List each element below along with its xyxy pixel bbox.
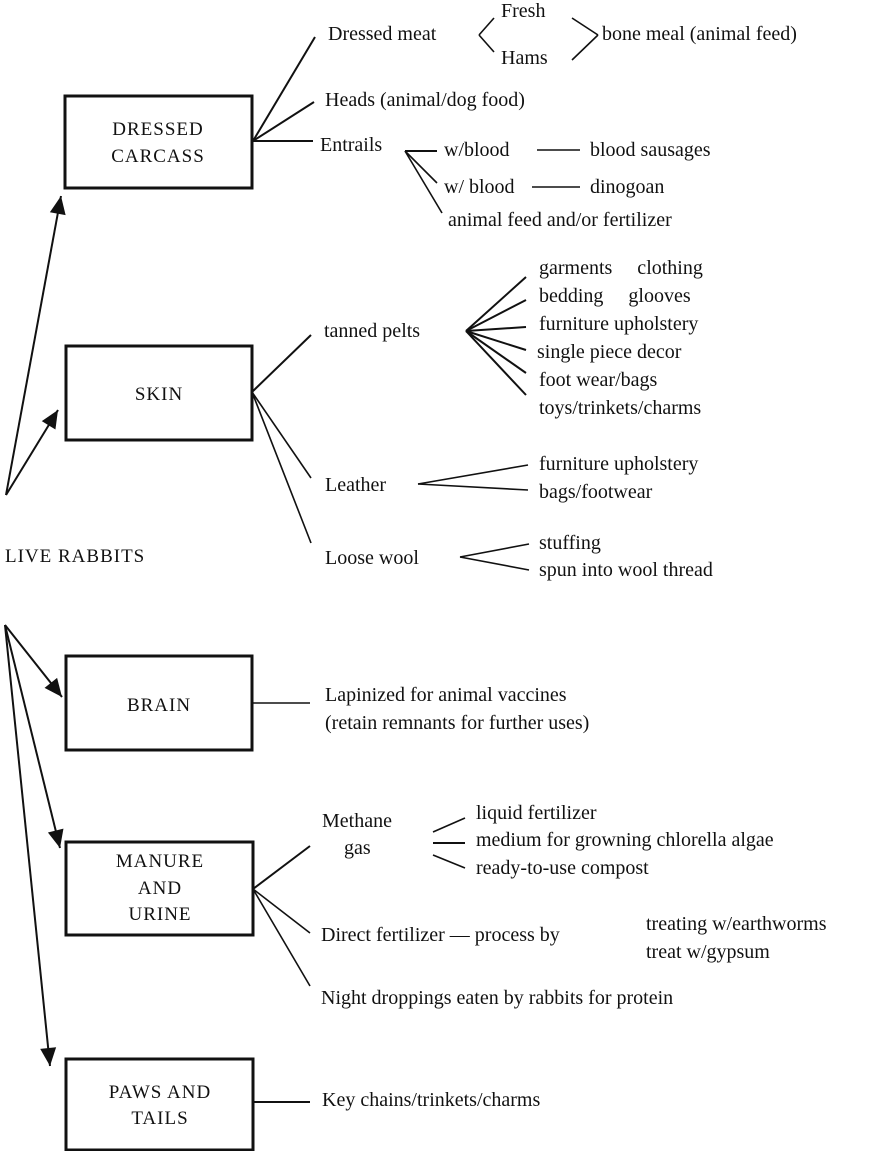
box-label-line: BRAIN: [127, 695, 191, 716]
branch-leather-use-1: [417, 483, 529, 491]
category-skin: SKIN tanned pelts garments clothing bedd…: [64, 257, 713, 581]
box-label-line: PAWS AND: [109, 1082, 211, 1103]
methane-use-item: liquid fertilizer: [476, 802, 597, 824]
box-label-line: DRESSED: [112, 119, 203, 140]
methane-use-item: ready-to-use compost: [476, 857, 649, 879]
branch-wool-use-0: [459, 543, 530, 558]
bracket-left: [478, 34, 495, 53]
category-dressed-carcass: DRESSED CARCASS Dressed meat Fresh Hams …: [63, 0, 797, 231]
pelt-use-item: toys/trinkets/charms: [539, 397, 701, 419]
branch-entrails-feed: [404, 150, 443, 214]
arrow-to-manure-shaft: [4, 624, 61, 849]
leather-label: Leather: [325, 474, 386, 496]
entrails-item-blood-2: w/ blood: [444, 176, 515, 198]
dressed-meat-form-fresh: Fresh: [501, 0, 545, 22]
entrails-label: Entrails: [320, 134, 382, 156]
methane-label-line: Methane: [322, 810, 392, 832]
arrow-to-skin-arrowhead-icon: [41, 410, 58, 430]
box-skin: [64, 344, 254, 442]
box-dressed-carcass: [63, 94, 254, 190]
brain-use-line: Lapinized for animal vaccines: [325, 684, 567, 706]
dressed-meat-form-hams: Hams: [501, 47, 548, 69]
branch-night-droppings: [252, 888, 311, 987]
branch-pelt-use-3: [465, 330, 527, 351]
branch-entrails-blood-2: [404, 150, 438, 184]
branch-pelt-use-5: [465, 330, 527, 396]
fertilizer-method: treat w/gypsum: [646, 941, 770, 963]
dinogoan-label: dinogoan: [590, 176, 664, 198]
bracket-right: [571, 34, 599, 61]
box-label-line: MANURE: [116, 851, 204, 872]
box-brain: [64, 654, 254, 752]
arrow-to-paws-shaft: [4, 624, 51, 1067]
pelt-use-item: furniture upholstery: [539, 313, 698, 335]
box-label-line: TAILS: [131, 1108, 188, 1129]
paws-use-label: Key chains/trinkets/charms: [322, 1089, 540, 1111]
wool-use-item: spun into wool thread: [539, 559, 713, 581]
branch-methane-use-2: [432, 854, 466, 869]
branch-pelt-use-2: [465, 326, 527, 332]
pelt-use-item: foot wear/bags: [539, 369, 658, 391]
brain-use-line: (retain remnants for further uses): [325, 712, 589, 734]
pelt-use-item: single piece decor: [537, 341, 682, 363]
arrow-to-paws-arrowhead-icon: [40, 1047, 57, 1066]
entrails-item-blood-1: w/blood: [444, 139, 510, 161]
tanned-pelts-label: tanned pelts: [324, 320, 420, 342]
fertilizer-method: treating w/earthworms: [646, 913, 827, 935]
wool-use-item: stuffing: [539, 532, 601, 554]
leather-use-item: bags/footwear: [539, 481, 653, 503]
branch-leather-use-0: [417, 464, 529, 485]
category-paws-tails: PAWS AND TAILS Key chains/trinkets/charm…: [64, 1057, 540, 1151]
branch-heads: [252, 101, 315, 142]
pelt-use-item: garments clothing: [539, 257, 703, 279]
arrow-to-brain-arrowhead-icon: [44, 677, 62, 697]
branch-pelt-use-0: [465, 276, 527, 332]
arrow-to-manure-arrowhead-icon: [47, 828, 64, 848]
bracket-right: [571, 17, 599, 36]
blood-sausages-label: blood sausages: [590, 139, 711, 161]
branch-methane-use-0: [432, 817, 466, 833]
dressed-meat-label: Dressed meat: [328, 23, 437, 45]
box-label-line: AND: [138, 878, 182, 899]
root-label-live-rabbits: LIVE RABBITS: [5, 546, 145, 567]
arrow-to-dressed-carcass-arrowhead-icon: [49, 196, 66, 216]
bone-meal-label: bone meal (animal feed): [602, 23, 797, 45]
leather-use-item: furniture upholstery: [539, 453, 698, 475]
methane-label-line: gas: [344, 837, 371, 859]
box-manure-urine: [64, 840, 255, 937]
branch-tanned-pelts: [251, 334, 312, 393]
heads-label: Heads (animal/dog food): [325, 89, 525, 111]
branch-pelt-use-1: [465, 299, 527, 332]
methane-use-item: medium for growning chlorella algae: [476, 829, 774, 851]
branch-loose-wool: [251, 391, 312, 544]
branch-pelt-use-4: [465, 330, 527, 374]
pelt-use-item: bedding glooves: [539, 285, 691, 307]
connector-lines: [4, 17, 599, 1103]
category-manure-urine: MANURE AND URINE Methane gas liquid fert…: [64, 802, 827, 1009]
arrow-to-dressed-carcass-shaft: [5, 195, 62, 496]
category-brain: BRAIN Lapinized for animal vaccines (ret…: [64, 654, 589, 752]
night-droppings-label: Night droppings eaten by rabbits for pro…: [321, 987, 673, 1009]
branch-dressed-meat: [252, 36, 316, 142]
bracket-left: [478, 17, 495, 36]
box-label-line: CARCASS: [111, 146, 205, 167]
box-label-line: SKIN: [135, 384, 183, 405]
branch-leather: [251, 391, 312, 479]
branch-direct-fertilizer: [252, 888, 311, 934]
loose-wool-label: Loose wool: [325, 547, 419, 569]
box-label-line: URINE: [128, 904, 191, 925]
branch-wool-use-1: [459, 556, 530, 571]
direct-fertilizer-label: Direct fertilizer — process by: [321, 924, 560, 946]
box-paws-tails: [64, 1057, 255, 1151]
entrails-item-feed: animal feed and/or fertilizer: [448, 209, 672, 231]
branch-methane: [252, 845, 311, 890]
